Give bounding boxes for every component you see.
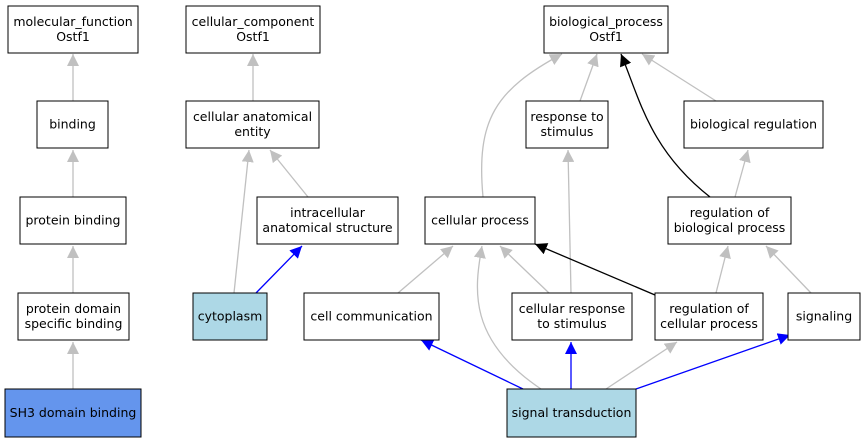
edge-cell-communication-to-cellular-process <box>397 245 454 294</box>
node-sh3-domain-binding[interactable]: SH3 domain binding <box>4 388 142 438</box>
edge-cellular-process-to-biological-process <box>481 53 563 198</box>
node-box <box>506 388 637 438</box>
edge-cellular-response-to-stimulus-to-cellular-process <box>499 245 550 294</box>
node-label: molecular_function <box>13 14 132 29</box>
node-label: regulation of <box>669 301 749 316</box>
node-biological-regulation[interactable]: biological regulation <box>683 100 824 149</box>
edge-cytoplasm-to-intracellular-anatomical-structure <box>255 245 303 294</box>
node-box <box>424 196 536 245</box>
edge-signaling-to-regulation-of-biological-process <box>765 245 812 294</box>
node-box <box>185 100 320 149</box>
edge-layer <box>67 53 812 390</box>
node-label: Ostf1 <box>236 29 270 44</box>
node-label: stimulus <box>541 124 594 139</box>
node-label: response to <box>530 109 603 124</box>
node-label: biological_process <box>549 14 663 29</box>
node-label: biological process <box>674 220 786 235</box>
edge-regulation-of-cellular-process-to-regulation-of-biological-process <box>715 245 731 294</box>
node-box <box>511 292 633 341</box>
node-cellular-process[interactable]: cellular process <box>424 196 536 245</box>
node-label: Ostf1 <box>56 29 90 44</box>
node-label: anatomical structure <box>262 220 392 235</box>
edge-response-to-stimulus-to-biological-process <box>579 53 599 102</box>
node-box <box>525 100 609 149</box>
node-label: cellular process <box>660 316 758 331</box>
node-box <box>303 292 440 341</box>
node-box <box>17 292 130 341</box>
node-label: protein domain <box>26 301 121 316</box>
node-cytoplasm[interactable]: cytoplasm <box>192 292 268 341</box>
node-box <box>192 292 268 341</box>
node-label: Ostf1 <box>589 29 623 44</box>
node-signal-transduction[interactable]: signal transduction <box>506 388 637 438</box>
node-label: specific binding <box>25 316 123 331</box>
node-box <box>7 5 139 54</box>
edge-signal-transduction-to-cell-communication <box>420 339 524 390</box>
edge-regulation-of-biological-process-to-biological-regulation <box>734 149 751 198</box>
node-cell-communication[interactable]: cell communication <box>303 292 440 341</box>
node-box <box>683 100 824 149</box>
node-label: cytoplasm <box>198 309 263 324</box>
node-label: signaling <box>796 309 852 324</box>
edge-regulation-of-cellular-process-to-cellular-process <box>534 243 656 296</box>
edge-biological-regulation-to-biological-process <box>641 53 717 102</box>
edge-signal-transduction-to-cellular-process <box>473 245 542 390</box>
node-label: cell communication <box>310 309 432 324</box>
node-label: signal transduction <box>512 405 632 420</box>
edge-regulation-of-biological-process-to-biological-process <box>620 53 711 198</box>
node-label: cellular_component <box>192 14 315 29</box>
node-label: cellular process <box>431 213 529 228</box>
node-label: binding <box>49 117 96 132</box>
node-label: SH3 domain binding <box>10 405 137 420</box>
node-label: cellular response <box>519 301 626 316</box>
node-box <box>36 100 109 149</box>
edge-cellular-response-to-stimulus-to-response-to-stimulus <box>562 149 575 294</box>
edge-intracellular-anatomical-structure-to-cellular-anatomical-entity <box>269 149 309 198</box>
node-box <box>654 292 764 341</box>
edge-cytoplasm-to-cellular-anatomical-entity <box>233 149 254 294</box>
node-box <box>185 5 321 54</box>
edge-signal-transduction-to-regulation-of-cellular-process <box>605 341 678 390</box>
node-label: biological regulation <box>690 117 817 132</box>
node-binding[interactable]: binding <box>36 100 109 149</box>
node-signaling[interactable]: signaling <box>787 292 861 341</box>
node-box <box>256 196 399 245</box>
node-label: to stimulus <box>537 316 606 331</box>
node-box <box>543 5 669 54</box>
node-box <box>667 196 792 245</box>
node-label: entity <box>234 124 271 139</box>
edge-signal-transduction-to-signaling <box>635 333 791 390</box>
node-box <box>787 292 861 341</box>
node-label: intracellular <box>290 205 366 220</box>
node-label: cellular anatomical <box>193 109 312 124</box>
node-box <box>19 196 127 245</box>
node-box <box>4 388 142 438</box>
node-label: regulation of <box>690 205 770 220</box>
node-protein-binding[interactable]: protein binding <box>19 196 127 245</box>
node-label: protein binding <box>25 213 120 228</box>
